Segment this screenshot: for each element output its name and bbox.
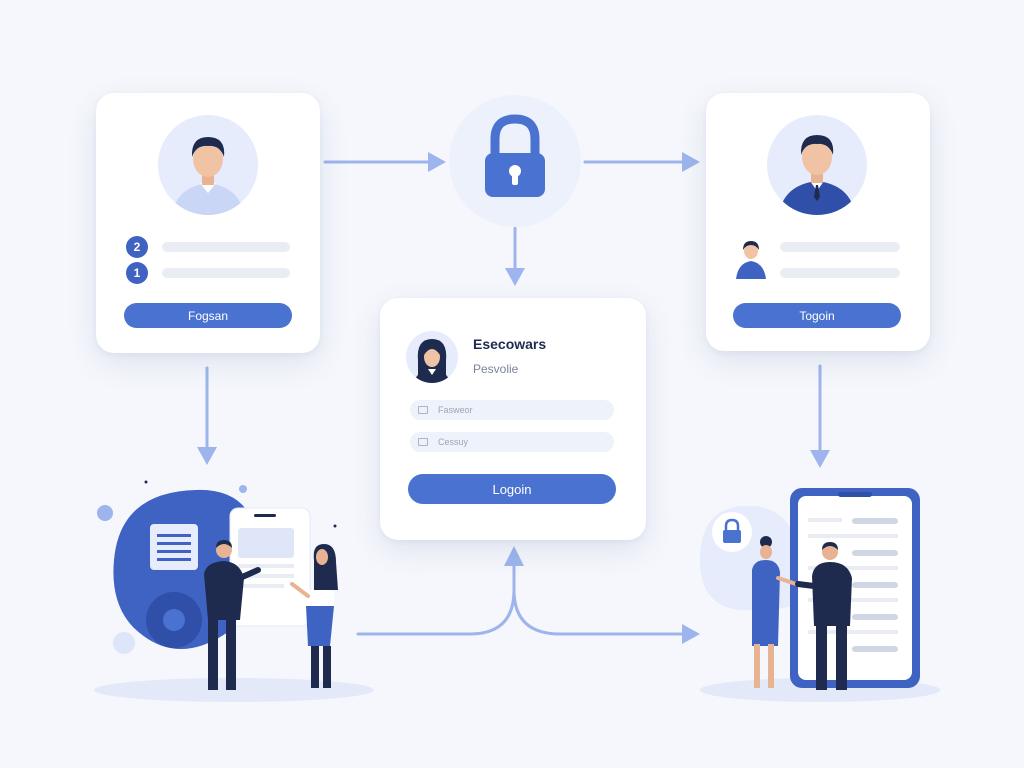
login-subtitle: Pesvolie <box>473 362 519 376</box>
woman-avatar-icon <box>414 339 450 383</box>
woman-avatar <box>406 331 458 383</box>
password-placeholder: Fasweor <box>438 405 473 415</box>
login-title: Esecowars <box>473 336 547 352</box>
lock-node <box>449 95 581 227</box>
user-avatar-left <box>158 115 258 215</box>
small-avatar <box>732 233 770 279</box>
togoin-button[interactable]: Togoin <box>733 303 901 328</box>
right-profile-card: Togoin <box>706 93 930 351</box>
man-avatar-icon <box>736 241 766 279</box>
user-avatar-right <box>767 115 867 215</box>
text-placeholder-line <box>780 268 900 278</box>
left-profile-card: 2 1 Fogsan <box>96 93 320 353</box>
key-small-icon <box>418 438 428 446</box>
step-badge-2: 2 <box>126 236 148 258</box>
text-placeholder-line <box>162 242 290 252</box>
text-placeholder-line <box>162 268 290 278</box>
fogsan-button[interactable]: Fogsan <box>124 303 292 328</box>
text-placeholder-line <box>780 242 900 252</box>
login-button[interactable]: Logoin <box>408 474 616 504</box>
lock-icon <box>485 114 545 197</box>
login-card: Esecowars Pesvolie Fasweor Cessuy Logoin <box>380 298 646 540</box>
password-field[interactable]: Fasweor <box>410 400 614 420</box>
lock-small-icon <box>418 406 428 414</box>
man-avatar-icon <box>172 137 244 215</box>
man-avatar-icon <box>779 135 855 215</box>
security-placeholder: Cessuy <box>438 437 469 447</box>
security-field[interactable]: Cessuy <box>410 432 614 452</box>
step-badge-1: 1 <box>126 262 148 284</box>
